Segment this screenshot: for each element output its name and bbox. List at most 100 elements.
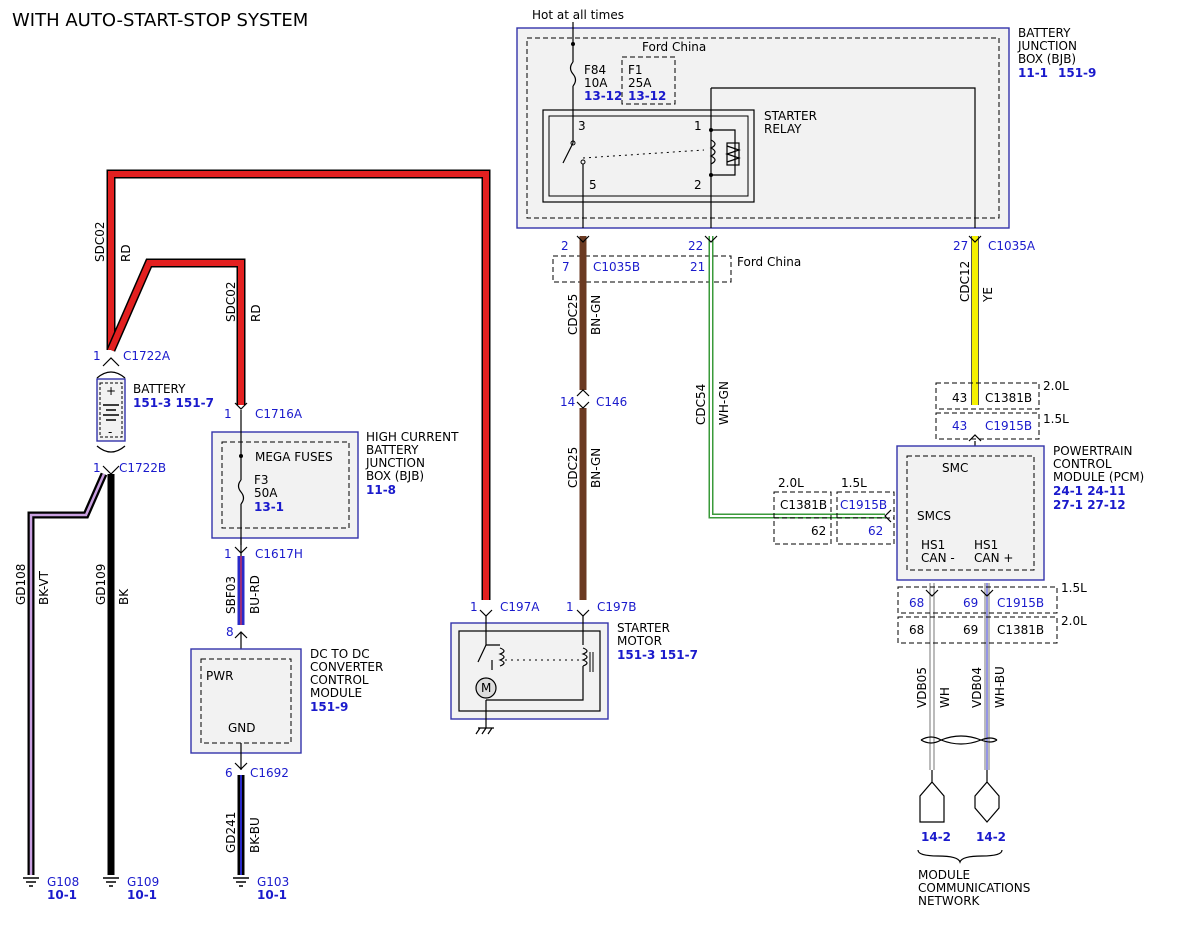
label-cdc25-bot-color: BN-GN [589, 448, 603, 488]
g108-ref[interactable]: 10-1 [47, 888, 77, 902]
network-ref-left[interactable]: 14-2 [921, 830, 951, 844]
network-label-1: MODULE [918, 868, 970, 882]
starter-refs[interactable]: 151-3 151-7 [617, 648, 698, 662]
label-cdc12-color: YE [981, 287, 995, 303]
c1716a-pin: 1 [224, 407, 232, 421]
c1381b-top-label[interactable]: C1381B [985, 391, 1032, 405]
c1617h-pin: 1 [224, 547, 232, 561]
c1381b-mid-label[interactable]: C1381B [780, 498, 827, 512]
bjb-label-3: BOX (BJB) [1018, 52, 1076, 66]
c1035a-label[interactable]: C1035A [988, 239, 1036, 253]
label-cdc12-circuit: CDC12 [958, 261, 972, 302]
label-vdb04-circuit: VDB04 [970, 667, 984, 708]
c1915b-mid-label[interactable]: C1915B [840, 498, 887, 512]
fuse-f3-name: F3 [254, 473, 269, 487]
label-gd108-circuit: GD108 [14, 564, 28, 605]
battery-minus-sign: - [108, 425, 112, 439]
high-current-bjb: MEGA FUSES F3 50A 13-1 HIGH CURRENT BATT… [211, 402, 459, 561]
c1381b-top-variant: 2.0L [1043, 379, 1069, 393]
wire-gd108[interactable] [27, 472, 108, 875]
c1722b-pin: 1 [93, 461, 101, 475]
network-label-2: COMMUNICATIONS [918, 881, 1030, 895]
c197b-pin: 1 [566, 600, 574, 614]
wire-labels: SDC02 RD SDC02 RD CDC25 BN-GN CDC25 BN-G… [14, 221, 1007, 853]
fuse-f84-ref[interactable]: 13-12 [584, 89, 622, 103]
dcdc-ref[interactable]: 151-9 [310, 700, 348, 714]
label-cdc54-circuit: CDC54 [694, 384, 708, 425]
relay-pin-2: 2 [694, 178, 702, 192]
c1381b-bot-label[interactable]: C1381B [997, 623, 1044, 637]
g108-name: G108 [47, 875, 79, 889]
hcbjb-label-2: BATTERY [366, 443, 419, 457]
network-ref-right[interactable]: 14-2 [976, 830, 1006, 844]
c1617h-label[interactable]: C1617H [255, 547, 303, 561]
c1915b-bot-pin-69: 69 [963, 596, 978, 610]
svg-text:M: M [481, 681, 491, 695]
label-gd108-color: BK-VT [37, 570, 51, 605]
pcm-refs-1[interactable]: 24-1 24-11 [1053, 484, 1126, 498]
label-cdc25-top-circuit: CDC25 [566, 294, 580, 335]
ground-g108: G108 10-1 [23, 875, 79, 902]
fuse-f3-rating: 50A [254, 486, 278, 500]
c146-label[interactable]: C146 [596, 395, 627, 409]
c1381b-bot-pin-68: 68 [909, 623, 924, 637]
dc-dc-converter: 8 PWR GND DC TO DC CONVERTER CONTROL MOD… [190, 625, 383, 780]
connector-c1035: 2 22 27 C1035A 7 C1035B 21 Ford China [552, 239, 1036, 283]
fuse-f1-rating: 25A [628, 76, 652, 90]
pcm-can-minus: CAN - [921, 551, 955, 565]
c1035b-label[interactable]: C1035B [593, 260, 640, 274]
fuse-f1-ref[interactable]: 13-12 [628, 89, 666, 103]
c1915b-mid-pin: 62 [868, 524, 883, 538]
c1381b-top-pin: 43 [952, 391, 967, 405]
fuse-f84-name: F84 [584, 63, 606, 77]
c197a-label[interactable]: C197A [500, 600, 540, 614]
label-cdc25-top-color: BN-GN [589, 295, 603, 335]
c1035a-pin-2: 2 [561, 239, 569, 253]
label-gd109-circuit: GD109 [94, 564, 108, 605]
bjb-ref-2[interactable]: 151-9 [1058, 66, 1096, 80]
pcm-refs-2[interactable]: 27-1 27-12 [1053, 498, 1126, 512]
battery-refs[interactable]: 151-3 151-7 [133, 396, 214, 410]
ford-china-label-mid: Ford China [737, 255, 801, 269]
c1692-label[interactable]: C1692 [250, 766, 289, 780]
label-sdc02-mid-color: RD [249, 304, 263, 322]
label-sdc02-left-color: RD [119, 244, 133, 262]
c1716a-label[interactable]: C1716A [255, 407, 303, 421]
pcm-smc-label: SMC [942, 461, 968, 475]
dcdc-label-2: CONVERTER [310, 660, 383, 674]
c1722a-pin: 1 [93, 349, 101, 363]
relay-pin-3: 3 [578, 119, 586, 133]
c1035b-pin-21: 21 [690, 260, 705, 274]
fuse-f3-ref[interactable]: 13-1 [254, 500, 284, 514]
diagram-title: WITH AUTO-START-STOP SYSTEM [12, 10, 308, 31]
label-sdc02-left-circuit: SDC02 [93, 221, 107, 262]
c1915b-mid-variant: 1.5L [841, 476, 867, 490]
c1722a-label[interactable]: C1722A [123, 349, 171, 363]
bjb-ref-1[interactable]: 11-1 [1018, 66, 1048, 80]
g109-ref[interactable]: 10-1 [127, 888, 157, 902]
wire-cdc54[interactable] [708, 236, 885, 519]
c1722b-label[interactable]: C1722B [119, 461, 166, 475]
label-sbf03-circuit: SBF03 [224, 576, 238, 614]
mega-fuses-label: MEGA FUSES [255, 450, 333, 464]
c1915b-top-pin: 43 [952, 419, 967, 433]
pcm-can-plus: CAN + [974, 551, 1013, 565]
c1381b-bot-variant: 2.0L [1061, 614, 1087, 628]
hcbjb-ref[interactable]: 11-8 [366, 483, 396, 497]
starter-label-2: MOTOR [617, 634, 662, 648]
c1915b-bot-label[interactable]: C1915B [997, 596, 1044, 610]
c1915b-top-label[interactable]: C1915B [985, 419, 1032, 433]
c197b-label[interactable]: C197B [597, 600, 637, 614]
dcdc-label-4: MODULE [310, 686, 362, 700]
ground-g109: G109 10-1 [103, 875, 159, 902]
dcdc-pin-8: 8 [226, 625, 234, 639]
g103-ref[interactable]: 10-1 [257, 888, 287, 902]
pcm-label-1: POWERTRAIN [1053, 444, 1133, 458]
battery-plus-sign: + [106, 384, 116, 398]
battery-junction-box: Hot at all times Ford China BATTERY JUNC… [516, 8, 1096, 229]
starter-motor: M 1 C197A 1 C197B STARTER MOTOR 151-3 15… [450, 600, 698, 735]
ford-china-label-top: Ford China [642, 40, 706, 54]
label-cdc25-bot-circuit: CDC25 [566, 447, 580, 488]
hcbjb-label-3: JUNCTION [365, 456, 425, 470]
pcm-label-2: CONTROL [1053, 457, 1112, 471]
